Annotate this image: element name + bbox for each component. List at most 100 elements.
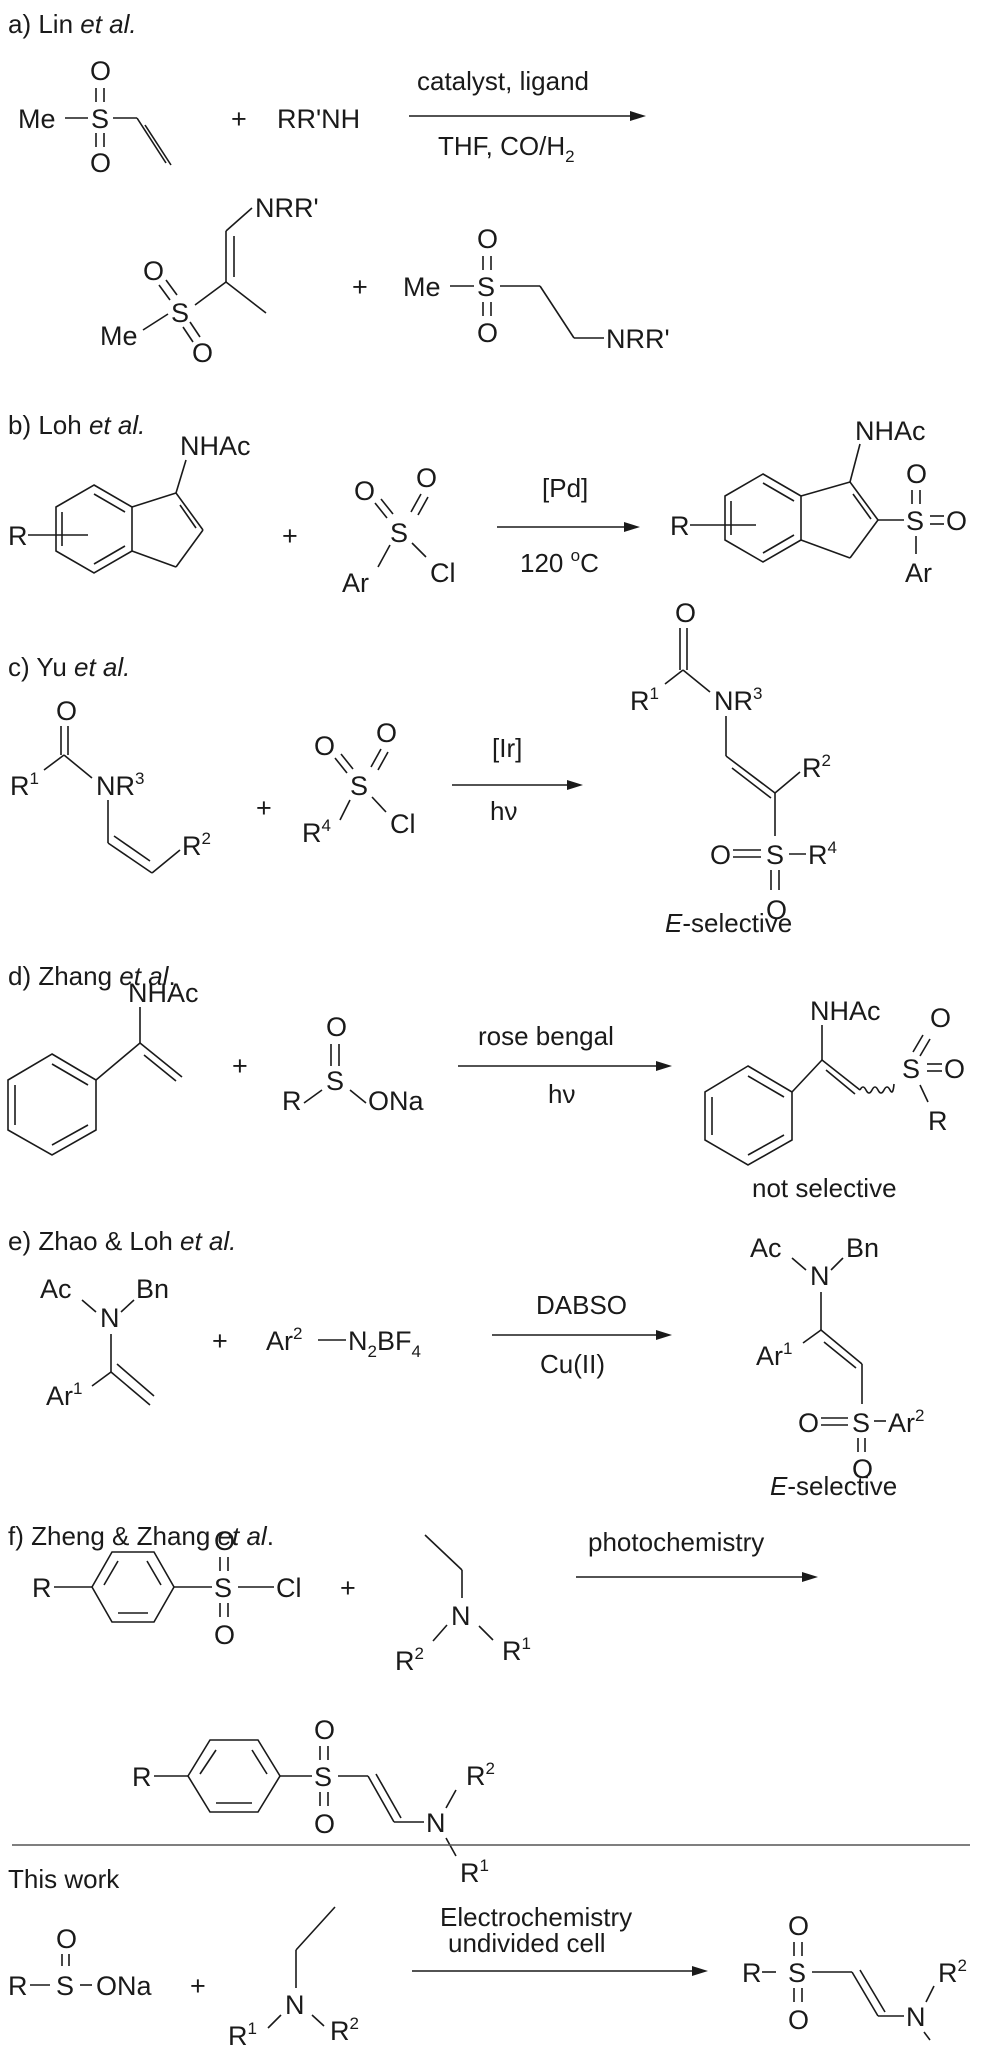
atom-s: S — [214, 1573, 232, 1603]
conditions-above: rose bengal — [478, 1021, 614, 1051]
atom-r1: R1 — [630, 684, 659, 716]
selectivity-note: not selective — [752, 1173, 897, 1203]
atom-r: R — [8, 521, 28, 551]
atom-o: O — [944, 1054, 965, 1084]
atom-n: N — [426, 1808, 446, 1838]
atom-r1: R1 — [228, 2019, 257, 2051]
atom-bn: Bn — [136, 1274, 169, 1304]
tertiary-amine-f: N R2 R1 — [395, 1534, 531, 1676]
atom-o: O — [90, 148, 111, 178]
atom-s: S — [906, 506, 924, 536]
atom-o: O — [675, 598, 696, 628]
atom-r1: R1 — [460, 1856, 489, 1888]
conditions-below: 120 oC — [520, 546, 599, 578]
atom-cl: Cl — [430, 558, 456, 588]
atom-o: O — [376, 718, 397, 748]
plus-sign: + — [231, 104, 247, 134]
enamide-reactant: O R1 NR3 R2 — [10, 696, 211, 874]
atom-s: S — [788, 1958, 806, 1988]
plus-sign: + — [190, 1971, 206, 2001]
reaction-arrow-e — [492, 1330, 672, 1340]
atom-o: O — [192, 338, 213, 368]
atom-r1: R1 — [10, 769, 39, 801]
atom-bn: Bn — [846, 1233, 879, 1263]
atom-r2: R2 — [802, 751, 831, 783]
atom-o: O — [930, 1003, 951, 1033]
atom-s: S — [390, 518, 408, 548]
selectivity-note: E-selective — [665, 908, 792, 938]
atom-r2: R2 — [182, 829, 211, 861]
plus-sign: + — [256, 793, 272, 823]
atom-o: O — [214, 1620, 235, 1650]
atom-o: O — [143, 256, 164, 286]
section-a-label: a) Lin et al. — [8, 9, 137, 39]
atom-r2: R2 — [330, 2014, 359, 2046]
section-d-label: d) Zhang et al. — [8, 961, 176, 991]
conditions-above: [Ir] — [492, 733, 522, 763]
conditions-above-line-2: undivided cell — [448, 1928, 606, 1958]
atom-o: O — [798, 1408, 819, 1438]
atom-ac: Ac — [40, 1274, 72, 1304]
reaction-arrow-this-work — [412, 1966, 708, 1976]
atom-ar2: Ar2 — [266, 1324, 302, 1356]
atom-me: Me — [100, 321, 138, 351]
atom-r: R — [8, 1971, 28, 2001]
plus-sign: + — [282, 521, 298, 551]
e-vinyl-sulfone-product-e: Ac N Bn Ar1 S O Ar2 O — [750, 1233, 924, 1484]
atom-o: O — [906, 459, 927, 489]
atom-s: S — [852, 1408, 870, 1438]
section-b: b) Loh et al. NHAc R + S O O A — [8, 410, 967, 598]
atom-o: O — [946, 506, 967, 536]
atom-r4: R4 — [808, 838, 837, 870]
section-e-label: e) Zhao & Loh et al. — [8, 1226, 236, 1256]
plus-sign: + — [212, 1326, 228, 1356]
atom-n: N — [100, 1303, 120, 1333]
section-f-label: f) Zheng & Zhang et al. — [8, 1521, 274, 1551]
atom-r: R — [282, 1086, 302, 1116]
atom-ar: Ar — [905, 558, 932, 588]
atom-ac: Ac — [750, 1233, 782, 1263]
vinyl-sulfone-product-tw: R S O O N R2 — [742, 1911, 967, 2041]
atom-nr3: NR3 — [714, 684, 762, 716]
atom-s: S — [326, 1066, 344, 1096]
plus-sign: + — [352, 272, 368, 302]
vinyl-sulfone-product-f: R S O O N R2 R1 — [132, 1715, 495, 1888]
atom-cl: Cl — [276, 1573, 302, 1603]
section-this-work-label: This work — [8, 1864, 120, 1894]
atom-r2: R2 — [938, 1956, 967, 1988]
atom-r4: R4 — [302, 816, 331, 848]
atom-nrr: NRR' — [606, 324, 670, 354]
atom-o: O — [214, 1526, 235, 1556]
atom-o: O — [416, 463, 437, 493]
atom-ar1: Ar1 — [756, 1339, 792, 1371]
section-this-work: This work O R S ONa + N R1 R2 Electroche… — [8, 1864, 967, 2051]
atom-o: O — [766, 895, 787, 925]
arylsulfonyl-chloride-f: R S O O Cl — [32, 1526, 302, 1650]
atom-o: O — [354, 476, 375, 506]
conditions-above-line-1: Electrochemistry — [440, 1902, 632, 1932]
selectivity-note: E-selective — [770, 1471, 897, 1501]
atom-nrr: NRR' — [255, 193, 319, 223]
atom-nhac: NHAc — [128, 978, 199, 1008]
atom-s: S — [56, 1971, 74, 2001]
section-c: c) Yu et al. O R1 NR3 R2 + S O O R4 Cl — [8, 598, 837, 938]
atom-me: Me — [18, 104, 56, 134]
reaction-arrow-f — [576, 1572, 818, 1582]
indenyl-acetamide: NHAc R — [8, 431, 251, 574]
section-c-label: c) Yu et al. — [8, 652, 130, 682]
atom-o: O — [788, 1911, 809, 1941]
atom-s: S — [766, 840, 784, 870]
atom-r: R — [742, 1958, 762, 1988]
enamide-reactant-e: Ac N Bn Ar1 — [40, 1274, 169, 1411]
section-b-label: b) Loh et al. — [8, 410, 145, 440]
n-vinyl-acetamide: NHAc — [7, 978, 199, 1156]
atom-o: O — [710, 840, 731, 870]
atom-o: O — [56, 696, 77, 726]
sodium-sulfinate-tw: O R S ONa — [8, 1924, 153, 2001]
atom-n: N — [810, 1261, 830, 1291]
amine-reagent: RR'NH — [277, 104, 360, 134]
atom-o: O — [314, 1715, 335, 1745]
conditions-above: [Pd] — [542, 473, 588, 503]
atom-n: N — [906, 2002, 926, 2032]
